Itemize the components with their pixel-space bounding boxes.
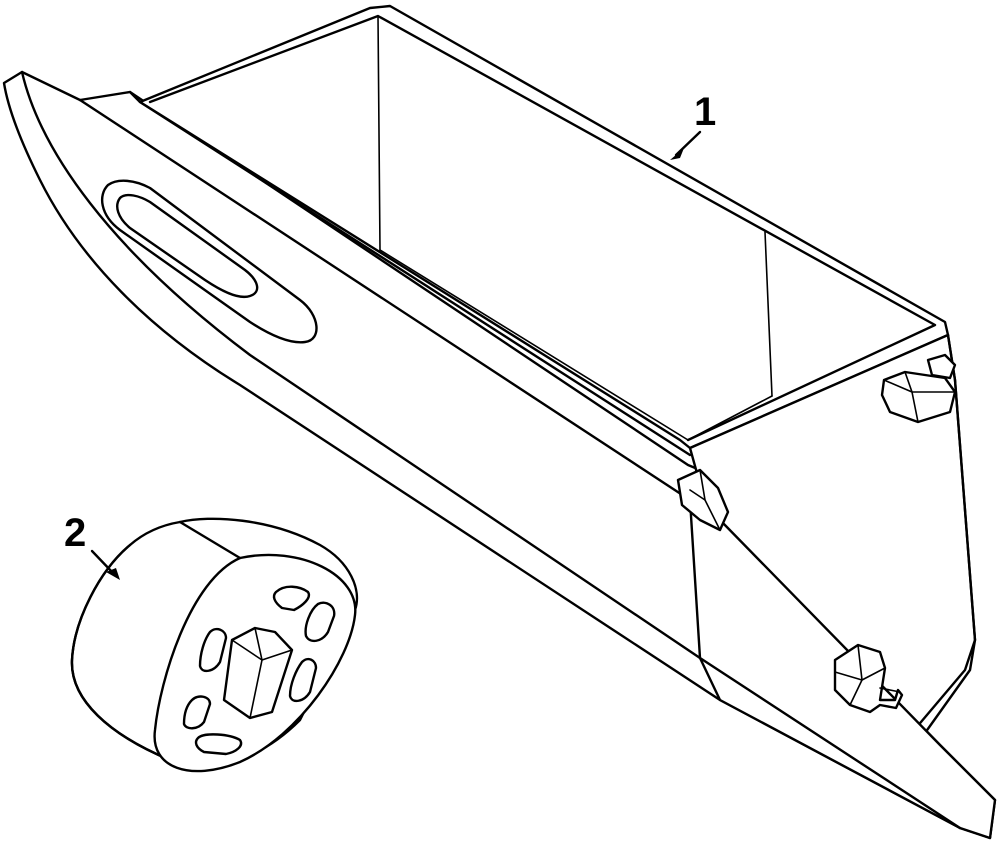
callout-label-2: 2: [64, 511, 87, 555]
glove-box-bin: [138, 4, 950, 450]
hinge-clip: [676, 468, 730, 532]
door-handle-recess: [100, 179, 318, 344]
callout-1-leader: [674, 130, 702, 157]
callout-2-leader: [90, 549, 116, 576]
damper-part: [70, 517, 359, 773]
callout-1-arrowhead: [670, 148, 684, 160]
bumper-stop: [880, 370, 957, 424]
damper-center-block: [222, 626, 294, 720]
glove-box-part: [2, 4, 997, 840]
callout-label-1: 1: [694, 90, 717, 134]
callout-2-arrowhead: [106, 568, 120, 580]
